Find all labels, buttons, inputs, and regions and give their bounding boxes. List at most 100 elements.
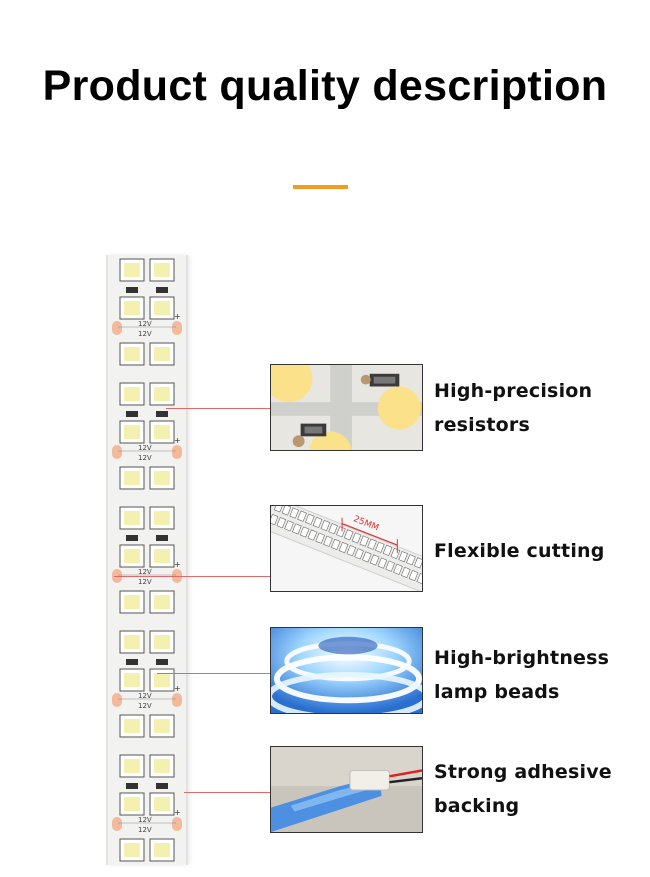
led-bead <box>336 526 346 538</box>
feature-line1: High-precision <box>434 380 593 402</box>
led-bead <box>328 523 338 535</box>
led-bead <box>307 529 318 541</box>
cut-segment-icon: 25MM <box>271 506 422 591</box>
plus-mark: + <box>174 808 181 817</box>
led-bead <box>273 506 284 513</box>
led-bead-core <box>124 347 140 361</box>
copper-pad <box>112 445 122 459</box>
voltage-label: 12V <box>138 578 152 586</box>
cutting-thumbnail: 25MM <box>270 505 423 592</box>
led-bead-core <box>124 511 140 525</box>
resistor <box>156 783 168 789</box>
led-bead <box>413 557 422 569</box>
resistor <box>156 411 168 417</box>
led-bead <box>330 538 341 550</box>
led-bead <box>398 551 408 563</box>
led-bead-core <box>154 595 170 609</box>
led-bead-core <box>154 673 170 687</box>
led-bead-core <box>124 387 140 401</box>
led-bead <box>400 566 411 578</box>
led-bead <box>377 557 388 569</box>
led-bead <box>385 560 395 572</box>
led-bead <box>312 516 323 528</box>
feature-line2: resistors <box>434 414 531 436</box>
led-bead <box>393 563 403 575</box>
led-bead <box>346 545 357 557</box>
led-bead-core <box>124 635 140 649</box>
adhesive-thumbnail <box>270 746 423 833</box>
led-bead-core <box>154 797 170 811</box>
resistor-thumbnail <box>270 364 423 451</box>
led-bead-core <box>124 471 140 485</box>
led-bead-core <box>154 843 170 857</box>
led-bead <box>369 554 380 566</box>
led-bead-core <box>154 301 170 315</box>
led-bead-core <box>154 471 170 485</box>
voltage-label: 12V <box>138 320 152 328</box>
led-bead <box>351 532 362 544</box>
voltage-label: 12V <box>138 568 152 576</box>
page-title: Product quality description <box>42 62 608 110</box>
led-bead <box>416 573 422 585</box>
led-bead <box>362 551 372 563</box>
feature-label-adhesive: Strong adhesive backing <box>434 755 612 823</box>
feature-line1: High-brightness <box>434 647 610 669</box>
feature-line2: lamp beads <box>434 681 560 703</box>
led-bead-core <box>124 549 140 563</box>
led-bead <box>271 513 279 526</box>
copper-pad <box>172 817 182 831</box>
feature-label-cutting: Flexible cutting <box>434 534 605 568</box>
plus-mark: + <box>174 312 181 321</box>
led-bead-core <box>124 759 140 773</box>
voltage-label: 12V <box>138 444 152 452</box>
callout-line-resistors <box>166 408 270 409</box>
led-bead <box>375 541 385 553</box>
glowing-strip-icon <box>271 628 422 713</box>
led-bead <box>276 517 287 529</box>
resistor <box>126 783 138 789</box>
voltage-label: 12V <box>138 330 152 338</box>
plus-mark: + <box>174 684 181 693</box>
led-bead-core <box>154 759 170 773</box>
resistor <box>126 659 138 665</box>
led-bead <box>305 513 315 525</box>
feature-label-resistors: High-precision resistors <box>434 374 592 442</box>
resistor <box>156 535 168 541</box>
copper-pad <box>112 817 122 831</box>
voltage-label: 12V <box>138 826 152 834</box>
led-bead <box>338 541 349 554</box>
led-bead <box>320 519 331 532</box>
led-bead-core <box>124 719 140 733</box>
led-bead-core <box>124 595 140 609</box>
resistor <box>156 287 168 293</box>
voltage-label: 12V <box>138 702 152 710</box>
title-accent-bar <box>293 185 348 189</box>
led-bead-core <box>124 673 140 687</box>
voltage-label: 12V <box>138 692 152 700</box>
led-bead-core <box>154 635 170 649</box>
copper-pad <box>112 693 122 707</box>
led-bead-core <box>124 797 140 811</box>
led-bead-core <box>154 347 170 361</box>
resistor <box>126 535 138 541</box>
copper-pad <box>172 693 182 707</box>
led-bead-core <box>154 511 170 525</box>
resistor <box>126 411 138 417</box>
copper-pad <box>172 321 182 335</box>
led-bead <box>408 569 419 582</box>
copper-pad <box>172 445 182 459</box>
led-bead-core <box>154 387 170 401</box>
resistor-closeup-icon <box>271 365 422 450</box>
led-bead <box>323 535 333 547</box>
led-bead-core <box>124 843 140 857</box>
led-bead-core <box>154 549 170 563</box>
led-bead <box>354 548 364 560</box>
led-bead <box>343 529 354 541</box>
led-bead-core <box>124 263 140 277</box>
led-bead <box>292 523 302 535</box>
feature-line1: Strong adhesive <box>434 761 612 783</box>
led-bead <box>315 532 325 544</box>
led-bead <box>382 544 393 556</box>
